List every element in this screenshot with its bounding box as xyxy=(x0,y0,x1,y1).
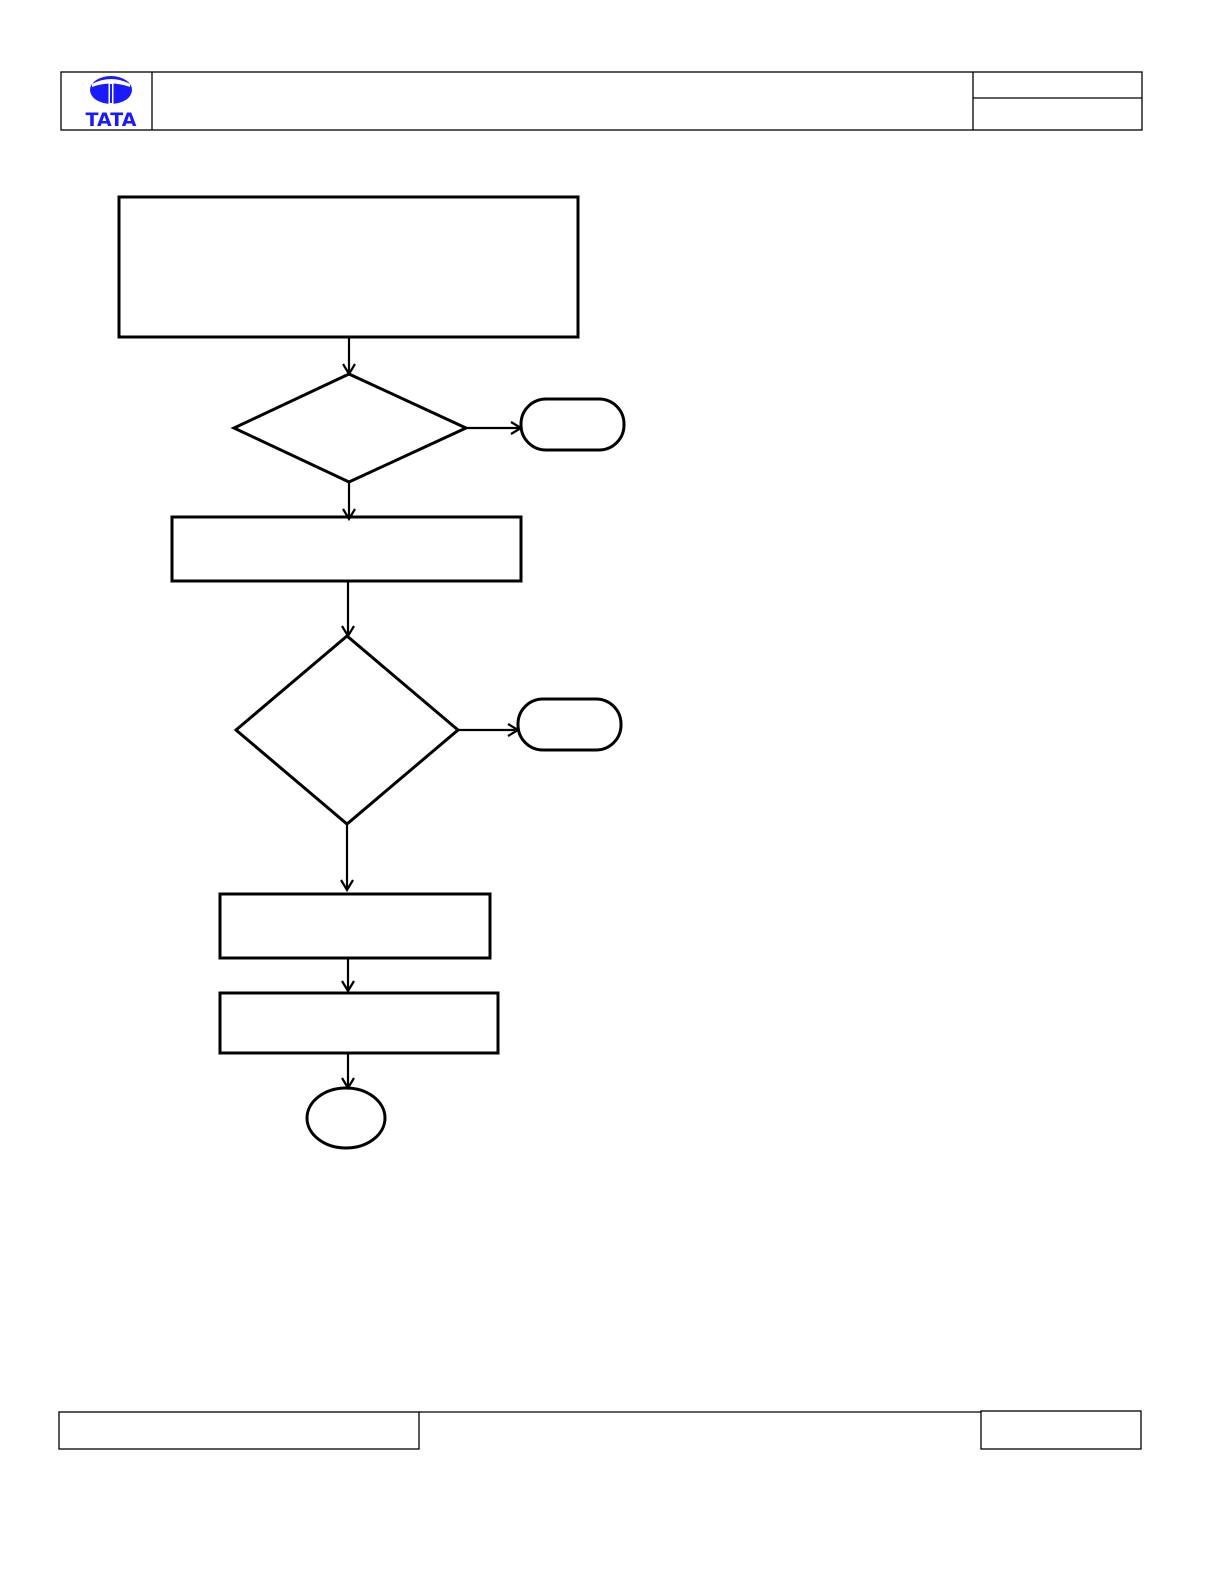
tata-emblem-icon xyxy=(90,76,132,105)
footer-right-cell xyxy=(980,1410,1142,1450)
tata-logo-text: TATA xyxy=(86,109,137,131)
header-table xyxy=(60,71,1143,131)
tata-logo: TATA xyxy=(86,76,137,131)
footer-left-cell xyxy=(58,1411,420,1450)
end-connector-circle xyxy=(305,1086,387,1150)
header-outline xyxy=(60,71,1143,131)
terminator-2 xyxy=(516,697,623,752)
decision-diamond-1 xyxy=(230,372,470,484)
process-box-4 xyxy=(218,991,500,1055)
flowchart xyxy=(117,195,626,1150)
terminator-1 xyxy=(519,397,626,452)
process-box-1 xyxy=(117,195,580,339)
connectors xyxy=(340,337,524,1091)
process-box-2 xyxy=(170,515,523,583)
process-box-3 xyxy=(218,892,492,960)
decision-diamond-2 xyxy=(233,634,461,826)
footer-table xyxy=(58,1410,1142,1450)
